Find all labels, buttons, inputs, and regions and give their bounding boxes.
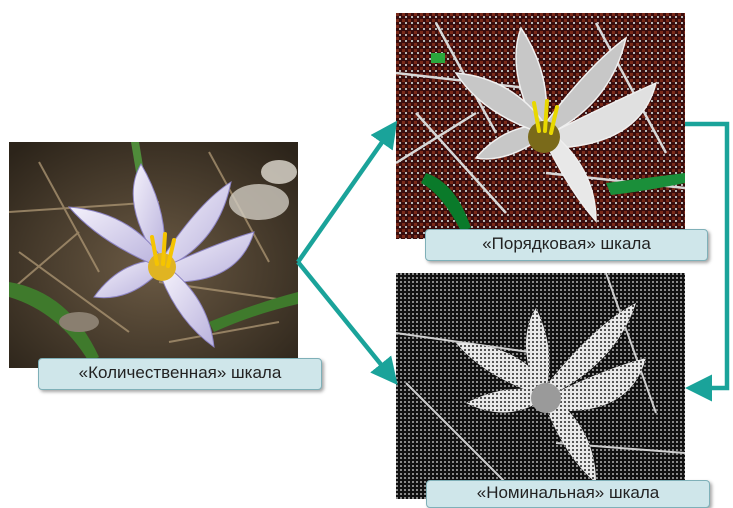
caption-quantitative: «Количественная» шкала <box>38 358 322 390</box>
caption-nominal: «Номинальная» шкала <box>426 480 710 508</box>
arrow-to-ordinal <box>298 128 392 262</box>
caption-ordinal: «Порядковая» шкала <box>425 229 708 261</box>
